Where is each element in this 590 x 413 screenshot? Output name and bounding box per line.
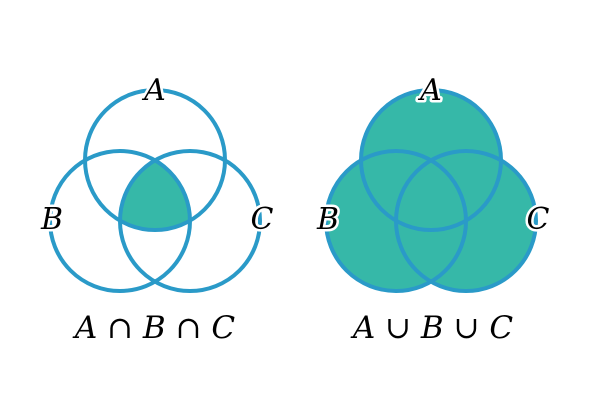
- set-a-label: A: [141, 73, 166, 108]
- set-a-label: A: [417, 73, 442, 108]
- set-c-label: C: [527, 202, 550, 237]
- set-b-circle: [48, 149, 192, 293]
- set-b-label: B: [40, 202, 63, 237]
- union-region: [326, 90, 536, 291]
- union-caption: A ∪ B ∪ C: [350, 310, 514, 346]
- set-b-label: B: [316, 202, 339, 237]
- intersection-caption: A ∩ B ∩ C: [72, 310, 236, 346]
- venn-intersection-diagram: A B C A ∩ B ∩ C: [37, 71, 276, 347]
- set-c-circle: [394, 149, 538, 293]
- set-b-circle: [324, 149, 468, 293]
- set-c-circle: [118, 149, 262, 293]
- set-c-label: C: [251, 202, 274, 237]
- venn-union-diagram: A B C A ∪ B ∪ C: [313, 71, 552, 347]
